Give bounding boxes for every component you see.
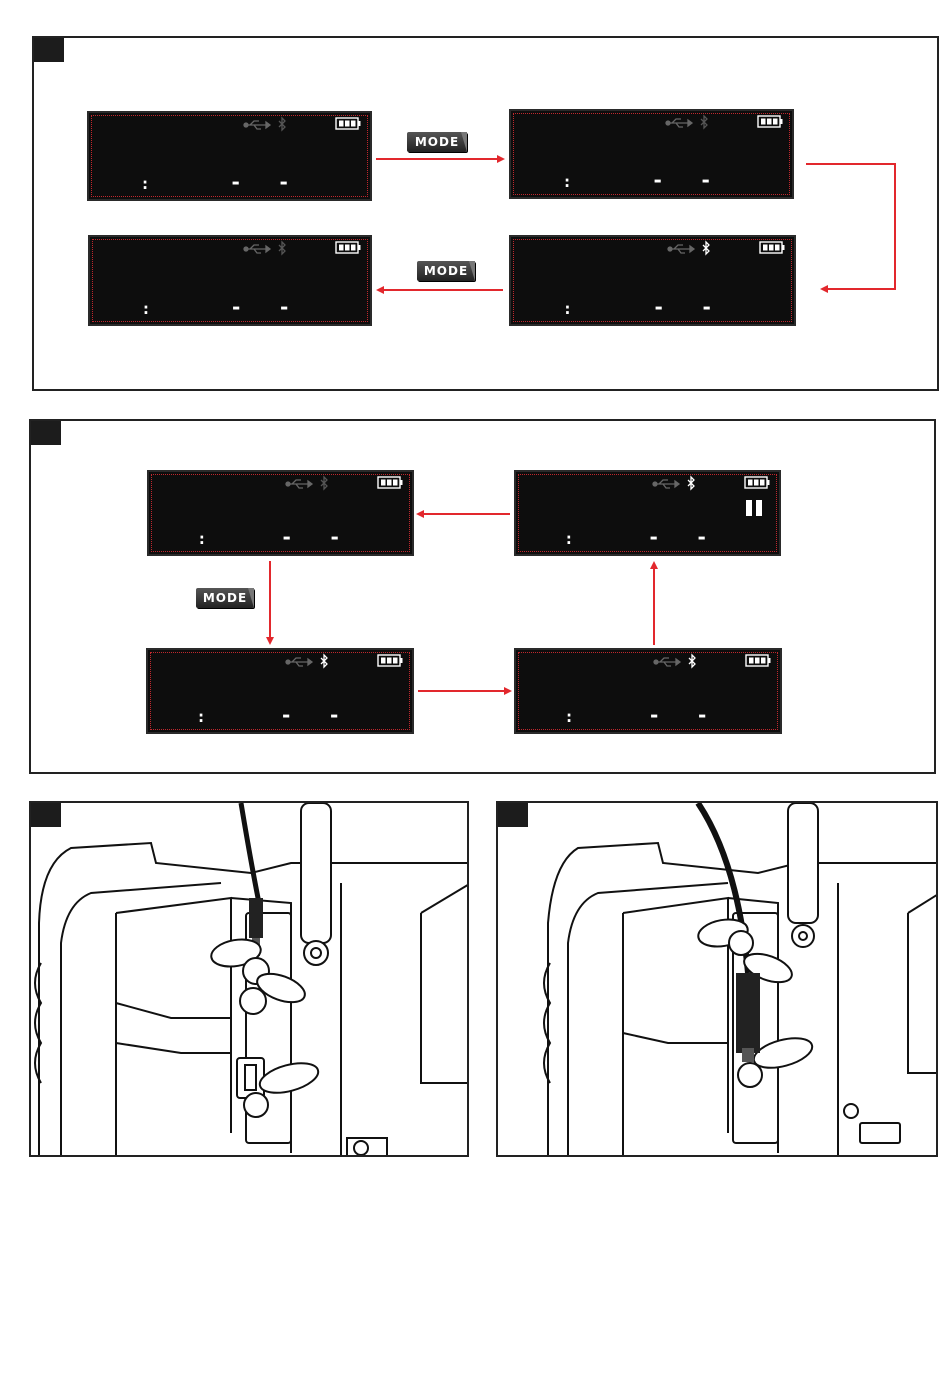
lcd-dash: -: [702, 168, 710, 192]
usb-icon: [244, 121, 270, 129]
usb-icon: [286, 480, 312, 488]
battery-icon: [336, 242, 361, 253]
antenna-icon: [788, 803, 818, 947]
lcd-screen: : - -: [509, 109, 794, 199]
aux-cable: [241, 803, 259, 903]
lcd-dash: -: [650, 703, 658, 727]
time-separator: :: [197, 529, 207, 548]
usb-connection-illustration: [498, 803, 938, 1157]
antenna-icon: [301, 803, 331, 965]
lcd-dash: -: [330, 703, 338, 727]
lcd-screen: : - -: [87, 111, 372, 201]
panel-number-tag: [498, 803, 528, 827]
lcd-screen: : - -: [146, 648, 414, 734]
lcd-screen: : - -: [147, 470, 414, 556]
panel-number-tag: [31, 803, 61, 827]
mode-button[interactable]: MODE: [407, 132, 467, 152]
bluetooth-icon: [321, 477, 327, 489]
bluetooth-icon: [279, 118, 285, 130]
bluetooth-icon: [321, 655, 327, 667]
time-separator: :: [562, 172, 572, 191]
usb-plug: [736, 973, 760, 1053]
time-separator: :: [140, 174, 150, 193]
usb-icon: [653, 480, 679, 488]
usb-icon: [666, 119, 692, 127]
mode-button[interactable]: MODE: [417, 261, 475, 281]
lcd-dash: -: [232, 295, 240, 319]
battery-icon: [746, 655, 771, 666]
pause-icon: [746, 500, 762, 516]
lcd-dash: -: [331, 525, 339, 549]
lcd-dash: -: [282, 703, 290, 727]
lcd-dash: -: [703, 295, 711, 319]
battery-icon: [758, 116, 783, 127]
aux-connection-illustration: [31, 803, 469, 1157]
battery-icon: [760, 242, 785, 253]
panel-mode-cycle: [32, 36, 939, 391]
lcd-dash: -: [655, 295, 663, 319]
usb-icon: [244, 245, 270, 253]
panel-aux-illustration: [29, 801, 469, 1157]
aux-plug: [249, 898, 263, 938]
battery-icon: [378, 477, 403, 488]
lcd-screen: : - -: [514, 648, 782, 734]
time-separator: :: [564, 529, 574, 548]
usb-icon: [286, 658, 312, 666]
lcd-dash: -: [650, 525, 658, 549]
lcd-dash: -: [698, 703, 706, 727]
mode-button[interactable]: MODE: [196, 588, 254, 608]
lcd-dash: -: [280, 295, 288, 319]
lcd-dash: -: [280, 170, 288, 194]
usb-icon: [668, 245, 694, 253]
lcd-dash: -: [698, 525, 706, 549]
bluetooth-icon: [701, 116, 707, 128]
lcd-screen: : - -: [88, 235, 372, 326]
battery-icon: [336, 118, 361, 129]
lcd-screen: : - -: [509, 235, 796, 326]
lcd-dash: -: [283, 525, 291, 549]
bluetooth-icon: [689, 655, 695, 667]
lcd-dash: -: [232, 170, 240, 194]
time-separator: :: [563, 299, 573, 318]
bluetooth-icon: [688, 477, 694, 489]
time-separator: :: [141, 299, 151, 318]
time-separator: :: [196, 707, 206, 726]
bluetooth-icon: [703, 242, 709, 254]
lcd-screen: : - -: [514, 470, 781, 556]
battery-icon: [745, 477, 770, 488]
usb-icon: [654, 658, 680, 666]
battery-icon: [378, 655, 403, 666]
panel-number-tag: [34, 38, 64, 62]
time-separator: :: [564, 707, 574, 726]
bluetooth-icon: [279, 242, 285, 254]
panel-number-tag: [31, 421, 61, 445]
panel-usb-illustration: [496, 801, 938, 1157]
lcd-dash: -: [654, 168, 662, 192]
